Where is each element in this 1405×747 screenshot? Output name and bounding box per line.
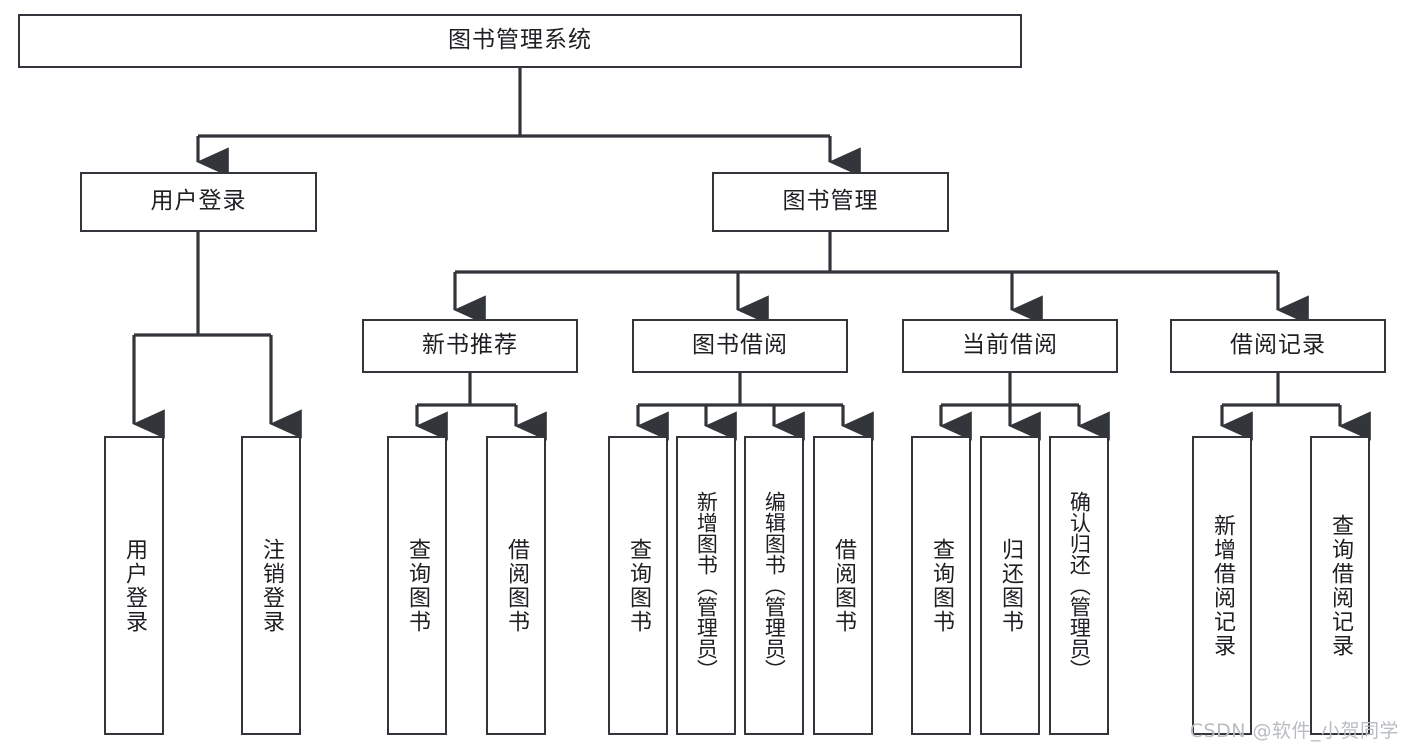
node-leaf-user-login[interactable]: 用户登录 [104, 436, 164, 735]
node-borrow-records-label: 借阅记录 [1230, 332, 1326, 359]
node-new-book-recommend[interactable]: 新书推荐 [362, 319, 578, 373]
node-leaf-search-books-borrow-label: 查询图书 [625, 537, 651, 634]
node-leaf-edit-book-admin[interactable]: 编辑图书（管理员） [744, 436, 804, 735]
node-borrow-records[interactable]: 借阅记录 [1170, 319, 1386, 373]
node-leaf-borrow-books-new-label: 借阅图书 [503, 537, 529, 634]
node-leaf-return-books-label: 归还图书 [997, 537, 1023, 634]
node-user-login[interactable]: 用户登录 [80, 172, 317, 232]
node-book-borrow-label: 图书借阅 [692, 332, 788, 359]
node-book-borrow[interactable]: 图书借阅 [632, 319, 848, 373]
node-leaf-borrow-books-label: 借阅图书 [830, 537, 856, 634]
node-current-borrow[interactable]: 当前借阅 [902, 319, 1118, 373]
node-new-book-recommend-label: 新书推荐 [422, 332, 518, 359]
node-root-system[interactable]: 图书管理系统 [18, 14, 1022, 68]
node-leaf-add-borrow-record[interactable]: 新增借阅记录 [1192, 436, 1252, 735]
node-book-management[interactable]: 图书管理 [712, 172, 949, 232]
node-leaf-add-book-admin[interactable]: 新增图书（管理员） [676, 436, 736, 735]
node-leaf-logout-label: 注销登录 [258, 537, 284, 634]
node-root-system-label: 图书管理系统 [448, 27, 592, 54]
node-leaf-search-books-borrow[interactable]: 查询图书 [608, 436, 668, 735]
node-leaf-edit-book-admin-label: 编辑图书（管理员） [762, 491, 787, 680]
node-leaf-search-books-current-label: 查询图书 [928, 537, 954, 634]
node-user-login-label: 用户登录 [150, 188, 247, 215]
node-leaf-search-books-new-label: 查询图书 [404, 537, 430, 634]
node-leaf-return-books[interactable]: 归还图书 [980, 436, 1040, 735]
node-leaf-logout[interactable]: 注销登录 [241, 436, 301, 735]
node-leaf-search-borrow-record[interactable]: 查询借阅记录 [1310, 436, 1370, 735]
node-leaf-search-books-current[interactable]: 查询图书 [911, 436, 971, 735]
node-leaf-confirm-return-admin-label: 确认归还（管理员） [1067, 491, 1092, 680]
node-leaf-borrow-books[interactable]: 借阅图书 [813, 436, 873, 735]
node-leaf-confirm-return-admin[interactable]: 确认归还（管理员） [1049, 436, 1109, 735]
node-leaf-add-book-admin-label: 新增图书（管理员） [694, 491, 719, 680]
node-leaf-user-login-label: 用户登录 [121, 537, 147, 634]
node-book-management-label: 图书管理 [782, 188, 879, 215]
node-leaf-search-books-new[interactable]: 查询图书 [387, 436, 447, 735]
node-leaf-add-borrow-record-label: 新增借阅记录 [1209, 513, 1235, 658]
node-leaf-search-borrow-record-label: 查询借阅记录 [1327, 513, 1353, 658]
node-current-borrow-label: 当前借阅 [962, 332, 1058, 359]
node-leaf-borrow-books-new[interactable]: 借阅图书 [486, 436, 546, 735]
